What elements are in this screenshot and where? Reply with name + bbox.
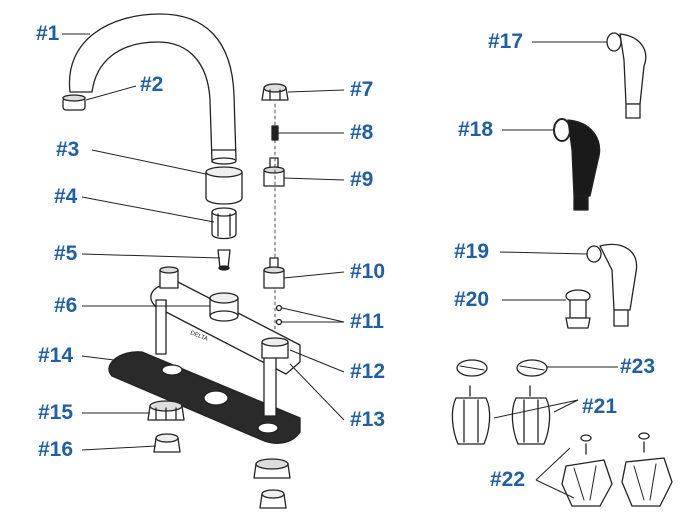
base-gasket <box>108 351 301 444</box>
handle-21-right <box>511 385 551 445</box>
spout <box>68 13 237 165</box>
label-part-20: #20 <box>454 288 490 311</box>
seat-and-spring <box>275 304 283 326</box>
spray-support <box>565 289 591 329</box>
handle-cap-left <box>456 359 488 377</box>
label-part-15: #15 <box>38 401 74 424</box>
label-part-1: #1 <box>36 22 60 45</box>
label-part-12: #12 <box>350 360 386 383</box>
label-part-21: #21 <box>582 395 618 418</box>
aerator <box>62 94 86 111</box>
label-part-13: #13 <box>350 408 386 431</box>
pin <box>217 249 231 271</box>
label-part-19: #19 <box>454 240 490 263</box>
spout-ring <box>205 166 243 205</box>
mounting-nut-left <box>147 400 185 421</box>
label-part-3: #3 <box>56 138 80 161</box>
spray-head-19 <box>586 243 638 327</box>
label-part-18: #18 <box>458 118 494 141</box>
handle-21-left <box>451 385 491 445</box>
label-part-2: #2 <box>140 73 164 96</box>
handle-22-left <box>561 434 613 507</box>
bonnet-nut <box>261 83 289 101</box>
label-part-16: #16 <box>38 438 74 461</box>
spray-head-17 <box>606 32 647 119</box>
bearing <box>211 207 237 240</box>
label-part-23: #23 <box>620 355 656 378</box>
label-part-9: #9 <box>350 168 374 191</box>
leader-lines <box>62 33 618 499</box>
label-part-22: #22 <box>490 468 526 491</box>
coupling-nut-left <box>153 433 181 453</box>
stem-9 <box>263 157 285 187</box>
label-part-7: #7 <box>350 78 374 101</box>
spray-head-18 <box>553 118 601 211</box>
label-part-5: #5 <box>54 242 78 265</box>
mounting-nut-right <box>253 458 291 509</box>
label-part-17: #17 <box>488 30 524 53</box>
handle-cap-right <box>516 359 548 377</box>
spout-shank <box>209 292 239 322</box>
label-part-11: #11 <box>350 310 384 333</box>
label-part-6: #6 <box>54 294 78 317</box>
valve-body <box>261 337 289 359</box>
label-part-4: #4 <box>54 185 78 208</box>
label-part-14: #14 <box>38 344 74 367</box>
handle-22-right <box>621 432 673 507</box>
stem-10 <box>263 257 285 289</box>
label-part-8: #8 <box>350 121 374 144</box>
label-part-10: #10 <box>350 260 386 283</box>
